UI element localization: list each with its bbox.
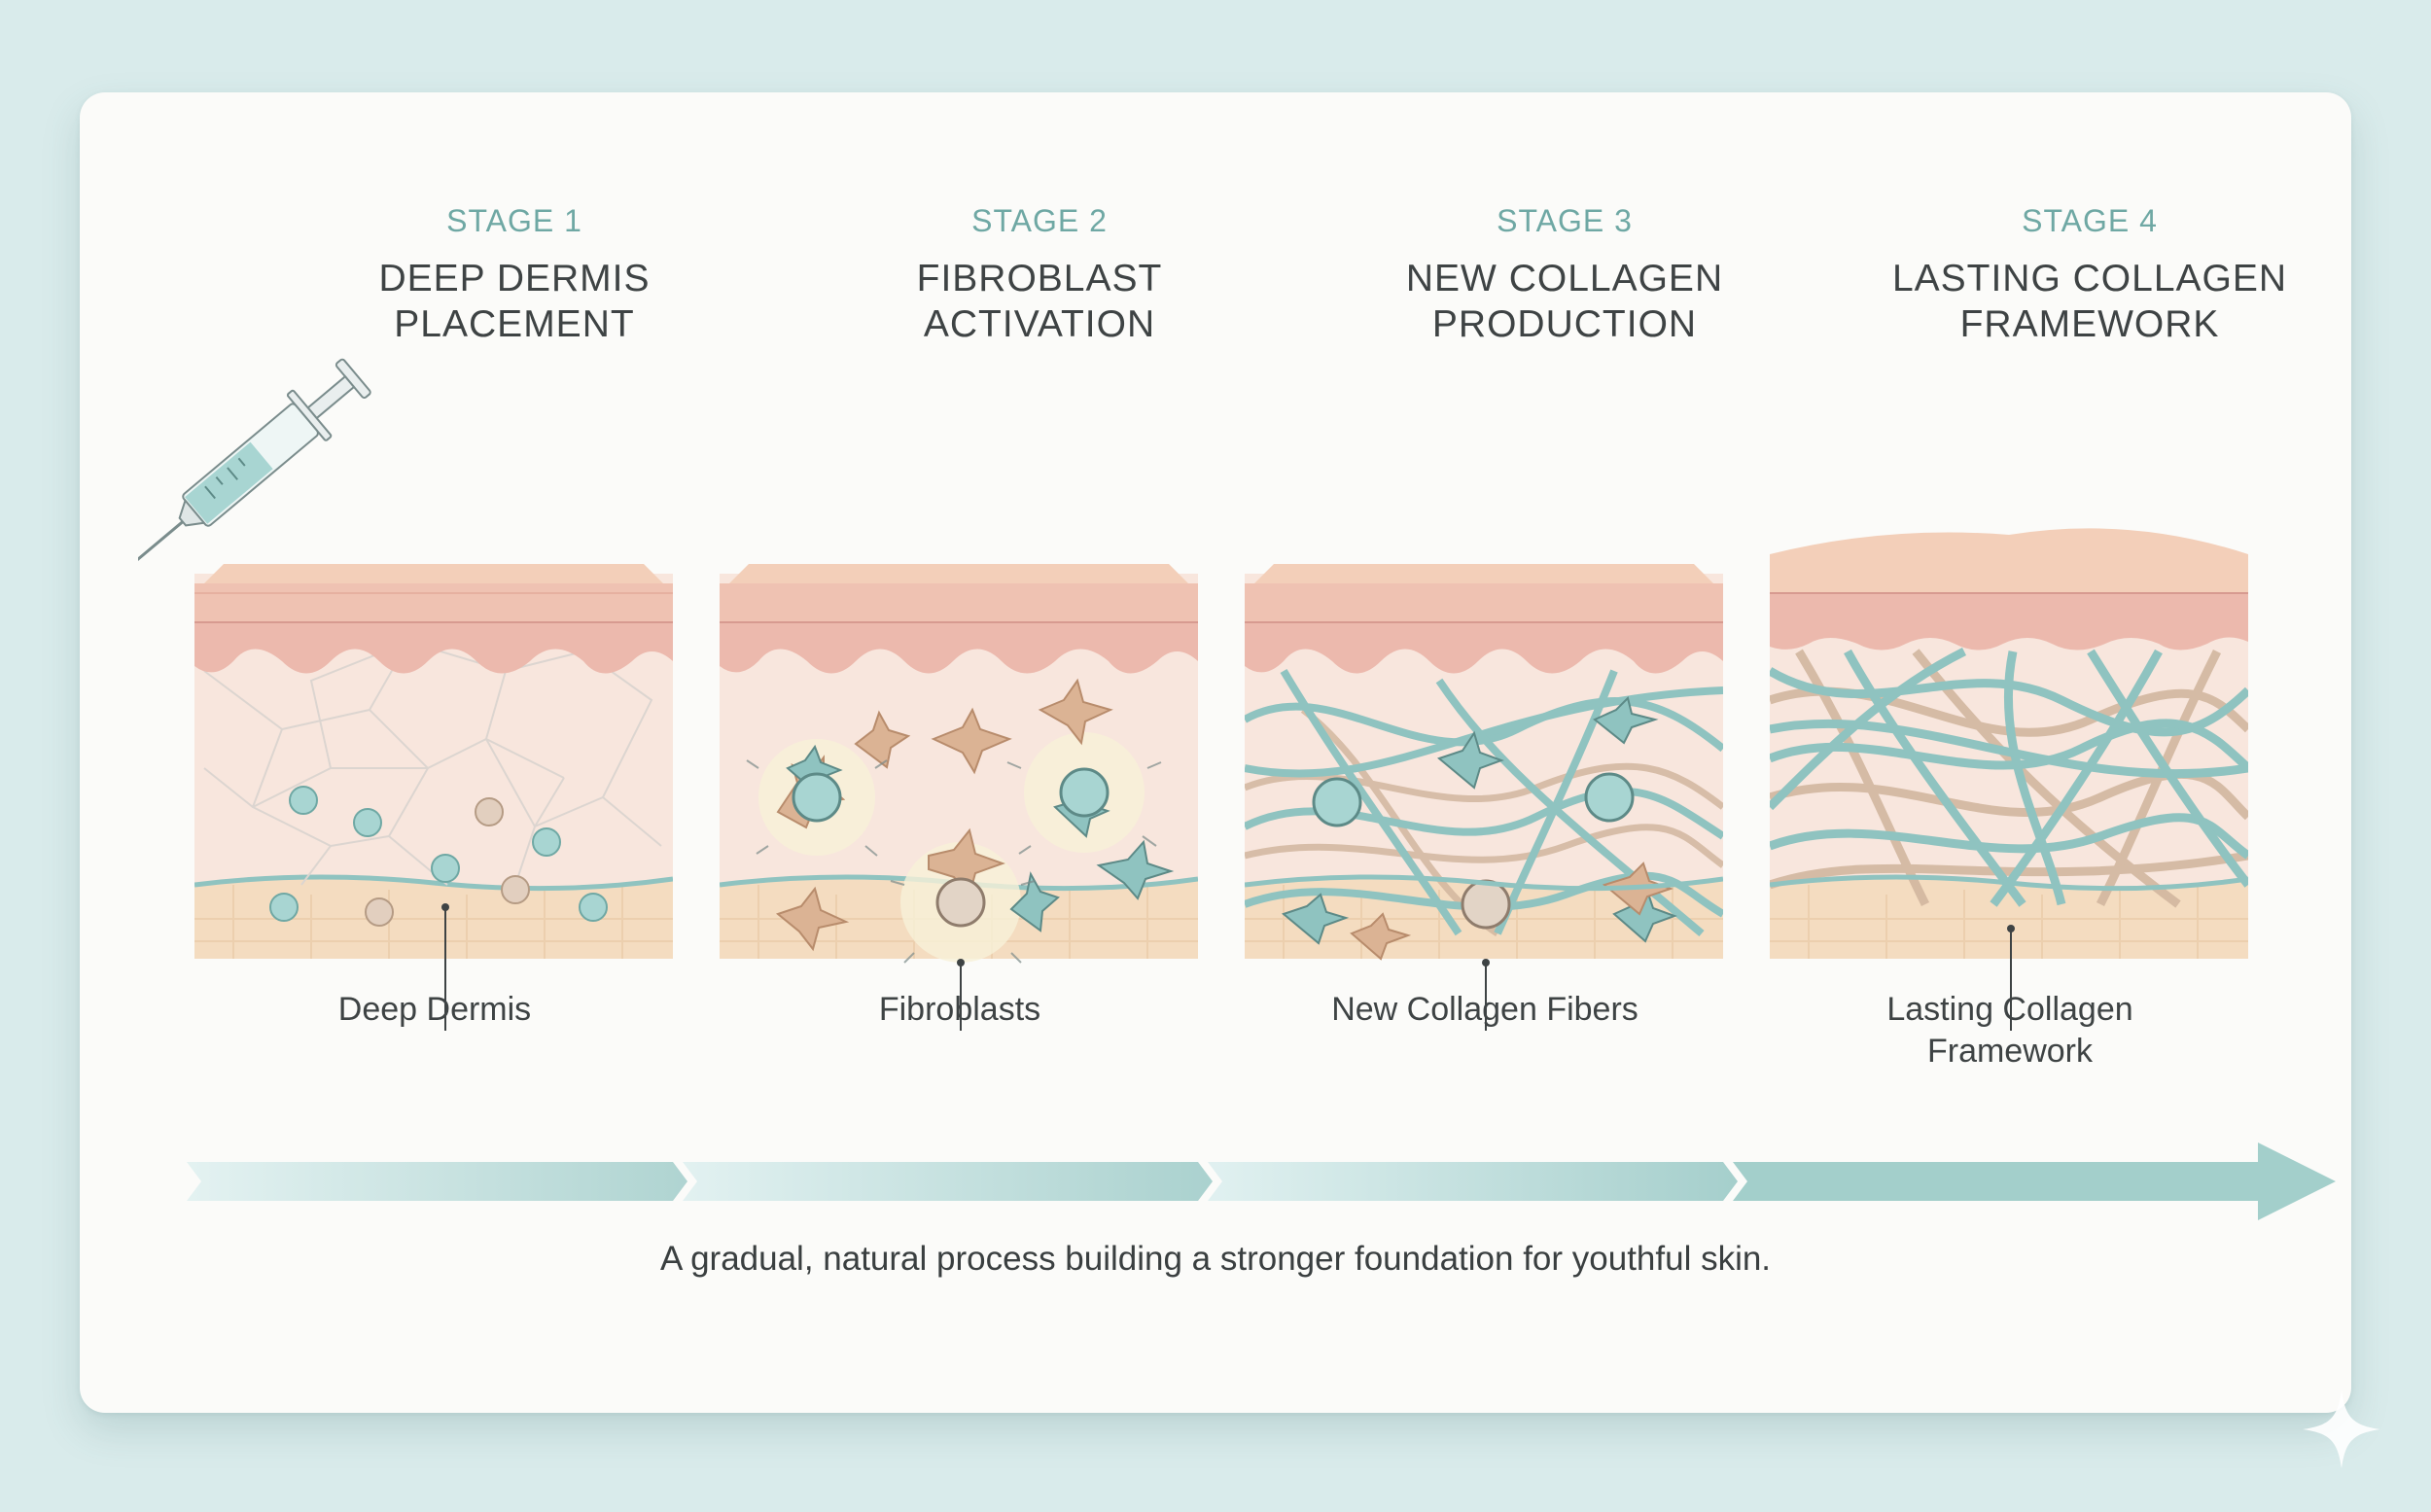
stage-2-number: STAGE 2: [971, 203, 1108, 238]
stage-1-number: STAGE 1: [446, 203, 582, 238]
stage-2-title: FIBROBLAST ACTIVATION: [916, 258, 1163, 345]
skin-panel-collagen-framework: [1770, 476, 2248, 1031]
process-arrow: [187, 1143, 2336, 1220]
stage-3-number: STAGE 3: [1497, 203, 1633, 238]
skin-panel-fibroblasts: [720, 476, 1198, 1031]
caption: A gradual, natural process building a st…: [659, 1240, 1772, 1278]
skin-panel-deep-dermis: [194, 476, 673, 1031]
syringe-icon: [138, 358, 371, 564]
sparkle-icon: [2303, 1390, 2380, 1468]
stage-4-number: STAGE 4: [2022, 203, 2158, 238]
label-lasting-collagen-framework: Lasting Collagen Framework: [1886, 991, 2133, 1070]
label-new-collagen-fibers: New Collagen Fibers: [1331, 991, 1638, 1028]
label-fibroblasts: Fibroblasts: [878, 991, 1041, 1028]
stage-3-title: NEW COLLAGEN PRODUCTION: [1405, 258, 1724, 345]
diagram-card: STAGE 1 DEEP DERMIS PLACEMENT STAGE 2 FI…: [80, 92, 2351, 1413]
skin-panel-new-collagen: [1245, 476, 1723, 1031]
label-deep-dermis: Deep Dermis: [337, 991, 532, 1028]
stage-4-title: LASTING COLLAGEN FRAMEWORK: [1891, 258, 2288, 345]
stage-1-title: DEEP DERMIS PLACEMENT: [378, 258, 651, 345]
